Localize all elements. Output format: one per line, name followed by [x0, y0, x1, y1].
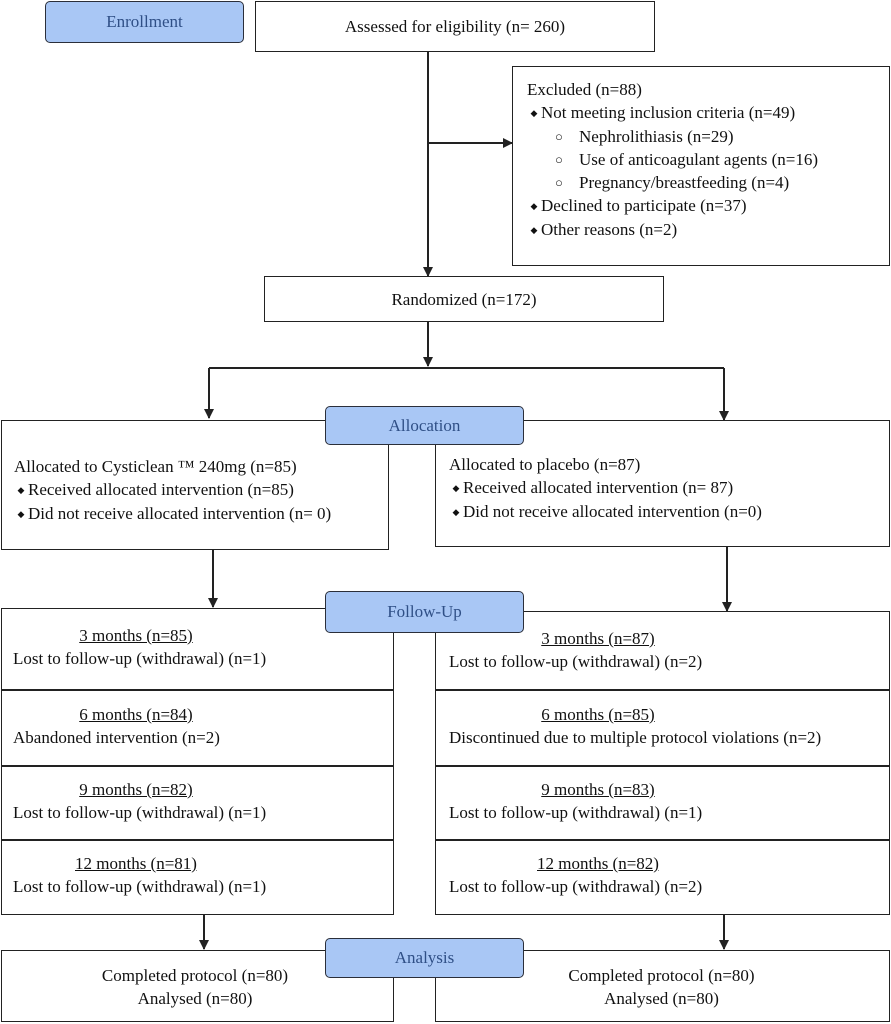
- bullet-icon: ◆: [17, 485, 25, 495]
- bullet-icon: ◆: [452, 507, 460, 517]
- divider: [436, 839, 889, 841]
- period-label: 9 months (n=83): [541, 780, 655, 799]
- excluded-title: Excluded (n=88): [527, 80, 642, 99]
- period-label: 12 months (n=81): [75, 854, 197, 873]
- left-allocation-title: Allocated to Cysticlean ™ 240mg (n=85): [14, 457, 297, 476]
- randomized-box: Randomized (n=172): [264, 276, 664, 322]
- right-followup-3m: 3 months (n=87) Lost to follow-up (withd…: [449, 627, 879, 673]
- circle-bullet-icon: ○: [555, 175, 563, 190]
- right-followup-12m: 12 months (n=82) Lost to follow-up (with…: [449, 852, 879, 898]
- left-not-received-item: ◆Did not receive allocated intervention …: [14, 502, 388, 526]
- excluded-declined-item: ◆Declined to participate (n=37): [527, 194, 889, 218]
- bullet-icon: ◆: [17, 509, 25, 519]
- circle-bullet-icon: ○: [555, 152, 563, 167]
- left-followup-6m: 6 months (n=84) Abandoned intervention (…: [13, 703, 383, 749]
- followup-note: Lost to follow-up (withdrawal) (n=1): [13, 877, 267, 896]
- left-analysed-text: Analysed (n=80): [137, 989, 253, 1008]
- left-followup-box: 3 months (n=85) Lost to follow-up (withd…: [1, 608, 394, 915]
- left-completed-text: Completed protocol (n=80): [101, 966, 289, 985]
- excluded-not-meeting-item: ◆Not meeting inclusion criteria (n=49): [527, 101, 889, 125]
- period-label: 3 months (n=87): [541, 629, 655, 648]
- stage-allocation-label: Allocation: [325, 406, 524, 445]
- right-analysed-text: Analysed (n=80): [604, 989, 719, 1008]
- left-followup-12m: 12 months (n=81) Lost to follow-up (with…: [13, 852, 383, 898]
- period-label: 9 months (n=82): [79, 780, 193, 799]
- right-allocation-title: Allocated to placebo (n=87): [449, 455, 641, 474]
- eligibility-box: Assessed for eligibility (n= 260): [255, 1, 655, 52]
- right-followup-9m: 9 months (n=83) Lost to follow-up (withd…: [449, 778, 879, 824]
- left-followup-3m: 3 months (n=85) Lost to follow-up (withd…: [13, 624, 383, 670]
- stage-enrollment-label: Enrollment: [45, 1, 244, 43]
- followup-note: Lost to follow-up (withdrawal) (n=1): [13, 649, 267, 668]
- divider: [2, 689, 393, 691]
- stage-followup-label: Follow-Up: [325, 591, 524, 633]
- excluded-other-item: ◆Other reasons (n=2): [527, 218, 889, 242]
- circle-bullet-icon: ○: [555, 129, 563, 144]
- excluded-sub-item: ○Nephrolithiasis (n=29): [555, 127, 734, 146]
- left-allocation-box: Allocated to Cysticlean ™ 240mg (n=85) ◆…: [1, 420, 389, 550]
- followup-note: Discontinued due to multiple protocol vi…: [449, 728, 822, 747]
- randomized-text: Randomized (n=172): [391, 290, 537, 309]
- followup-note: Lost to follow-up (withdrawal) (n=2): [449, 877, 703, 896]
- excluded-sub-item: ○Use of anticoagulant agents (n=16): [555, 150, 819, 169]
- divider: [2, 839, 393, 841]
- right-completed-text: Completed protocol (n=80): [568, 966, 755, 985]
- period-label: 6 months (n=85): [541, 705, 655, 724]
- eligibility-text: Assessed for eligibility (n= 260): [344, 17, 566, 36]
- period-label: 12 months (n=82): [537, 854, 659, 873]
- bullet-icon: ◆: [530, 225, 538, 235]
- period-label: 3 months (n=85): [79, 626, 193, 645]
- period-label: 6 months (n=84): [79, 705, 193, 724]
- followup-note: Abandoned intervention (n=2): [13, 728, 220, 747]
- right-received-item: ◆Received allocated intervention (n= 87): [449, 476, 889, 500]
- right-followup-6m: 6 months (n=85) Discontinued due to mult…: [449, 703, 879, 749]
- excluded-box: Excluded (n=88) ◆Not meeting inclusion c…: [512, 66, 890, 266]
- divider: [2, 765, 393, 767]
- bullet-icon: ◆: [530, 201, 538, 211]
- left-received-item: ◆Received allocated intervention (n=85): [14, 478, 388, 502]
- followup-note: Lost to follow-up (withdrawal) (n=2): [449, 652, 703, 671]
- bullet-icon: ◆: [530, 108, 538, 118]
- divider: [436, 765, 889, 767]
- left-followup-9m: 9 months (n=82) Lost to follow-up (withd…: [13, 778, 383, 824]
- right-not-received-item: ◆Did not receive allocated intervention …: [449, 500, 889, 524]
- right-followup-box: 3 months (n=87) Lost to follow-up (withd…: [435, 611, 890, 915]
- followup-note: Lost to follow-up (withdrawal) (n=1): [449, 803, 703, 822]
- divider: [436, 689, 889, 691]
- followup-note: Lost to follow-up (withdrawal) (n=1): [13, 803, 267, 822]
- stage-analysis-label: Analysis: [325, 938, 524, 978]
- excluded-sub-item: ○Pregnancy/breastfeeding (n=4): [555, 173, 790, 192]
- bullet-icon: ◆: [452, 483, 460, 493]
